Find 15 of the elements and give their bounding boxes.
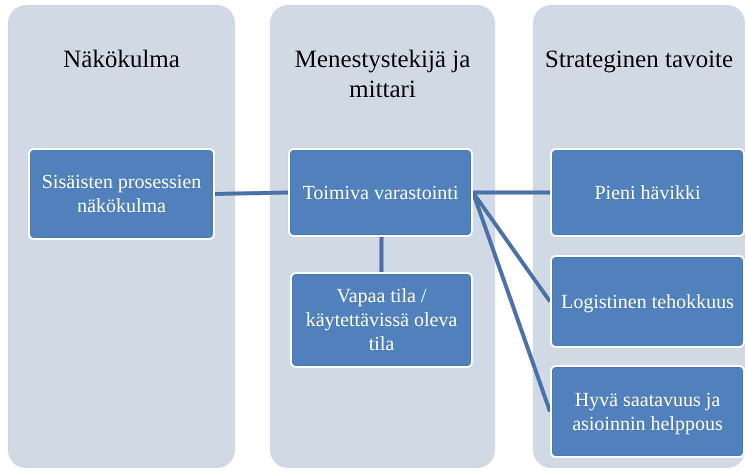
process-box: Logistinen tehokkuus bbox=[550, 255, 745, 348]
process-box: Vapaa tila / käytettävissä oleva tila bbox=[290, 272, 473, 368]
column-panel bbox=[8, 5, 235, 468]
column-panel bbox=[270, 5, 495, 468]
column-heading: Menestystekijä ja mittari bbox=[294, 45, 472, 105]
process-box: Toimiva varastointi bbox=[288, 148, 473, 237]
process-box: Pieni hävikki bbox=[550, 148, 745, 237]
column-panel bbox=[533, 5, 745, 468]
column-heading: Strateginen tavoite bbox=[544, 45, 734, 75]
column-heading: Näkökulma bbox=[62, 45, 181, 75]
process-box: Sisäisten prosessien näkökulma bbox=[28, 148, 215, 240]
connector-line bbox=[473, 190, 550, 194]
connector-line bbox=[214, 190, 288, 196]
process-box: Hyvä saatavuus ja asioinnin helppous bbox=[550, 365, 745, 458]
connector-line bbox=[380, 237, 384, 272]
